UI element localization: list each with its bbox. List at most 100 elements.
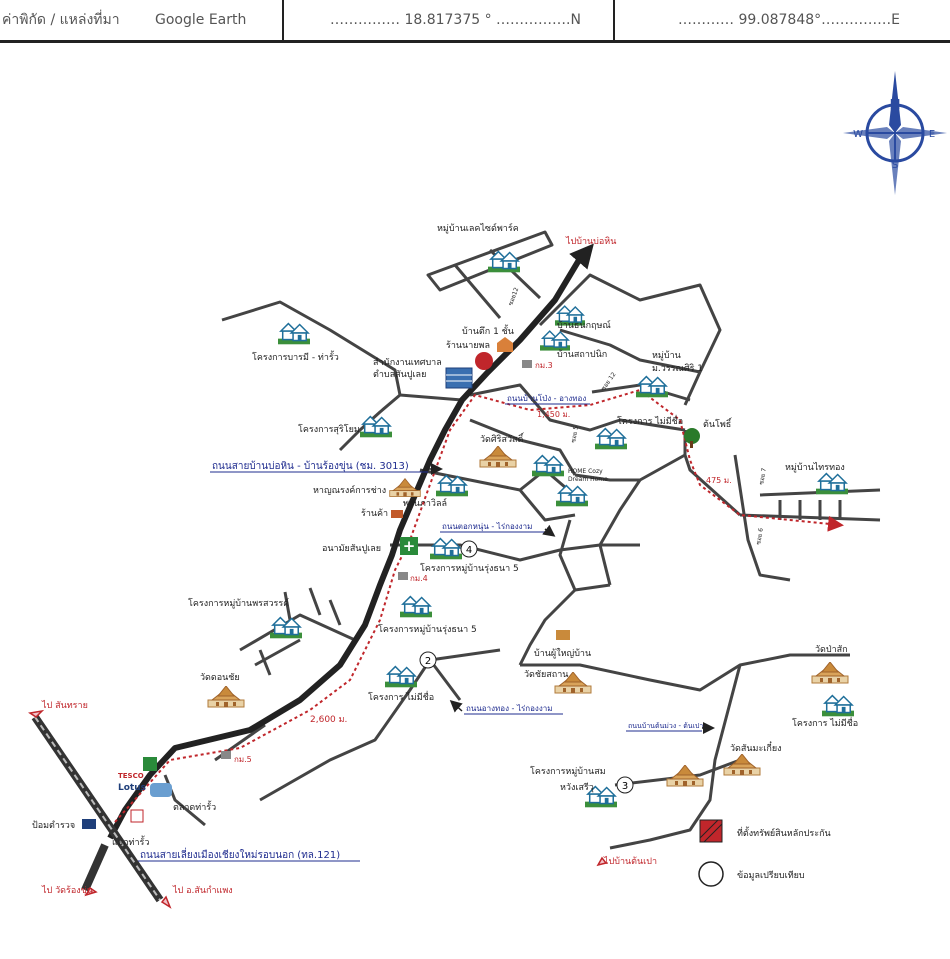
- office-icon: [445, 367, 473, 389]
- label-wat-chaisathan: วัดชัยสถาน: [524, 670, 568, 680]
- label-no-name-3: โครงการ ไม่มีชื่อ: [792, 716, 858, 729]
- label-lakeside: หมู่บ้านเลคไซด์พาร์ค: [437, 222, 519, 234]
- label-intersection: แยกท่ารั้ว: [112, 835, 149, 848]
- house-icon: [270, 616, 302, 640]
- label-tonkhanun-road: ถนนตอกหนุ่น - ไร่กองงาม: [442, 522, 532, 531]
- police-icon: [82, 819, 96, 829]
- label-nakkrit: บ้านธนกฤษณ์: [557, 319, 611, 331]
- coordinate-label: ค่าพิกัด / แหล่งที่มา: [2, 12, 120, 28]
- house-icon: [360, 415, 392, 439]
- compass-e: E: [929, 129, 935, 140]
- label-rungthana5b: โครงการหมู่บ้านรุ่งธนา 5: [378, 624, 477, 635]
- label-wat-sanmakiang: วัดสันมะเกี๋ยง: [730, 741, 782, 754]
- tesco-icon: [143, 757, 157, 771]
- label-wat-pasak: วัดป่าสัก: [815, 645, 848, 655]
- tree-icon: [684, 428, 700, 444]
- label-soi6: ซอย 6: [755, 527, 765, 545]
- shop-icon: [475, 352, 493, 370]
- distance-1450: 1,450 ม.: [537, 410, 570, 419]
- landmark-icons: +: [82, 337, 700, 829]
- label-brick-house: บ้านตึก 1 ชั้น: [462, 324, 514, 337]
- label-wat-donchai: วัดดอนชัย: [200, 673, 240, 683]
- house-icon: [278, 322, 310, 346]
- label-angthong-road: ถนนอางทอง - ไร่กองงาม: [466, 704, 553, 713]
- house-icon: [816, 472, 848, 496]
- dest-bophin: ไปบ้านบ่อหิน: [565, 236, 616, 247]
- house-icon: [636, 375, 668, 399]
- label-soi12: ซอย12: [507, 286, 520, 306]
- legend-comparison-label: ข้อมูลเปรียบเทียบ: [737, 870, 805, 881]
- km-3: กม.3: [535, 361, 553, 370]
- legend-property-swatch: [699, 819, 723, 843]
- coordinate-source: Google Earth: [155, 12, 247, 28]
- marker-3: 3: [622, 781, 628, 792]
- legend-comparison-swatch: [698, 861, 724, 887]
- label-shop: ร้านค้า: [361, 508, 388, 519]
- km-marker-icon: [522, 360, 532, 368]
- label-tonmuang-road: ถนนบ้านต้นม่วง - ต้นเปา: [628, 722, 703, 730]
- header-divider: [282, 0, 284, 40]
- label-wangsom-2: หวังเสรีวุ: [560, 782, 594, 793]
- label-soi7: ซอย 7: [758, 467, 768, 485]
- dest-rongkhun: ไป วัดร้องขุ่น: [41, 885, 93, 896]
- secondary-roads: [163, 230, 881, 850]
- red-labels: ไปบ้านบ่อหิน ไป สันทราย ไป วัดร้องขุ่น ไ…: [41, 236, 732, 896]
- label-barami: โครงการบารมี - ท่ารั้ว: [252, 350, 339, 363]
- place-labels: หมู่บ้านเลคไซด์พาร์ค บ้านตึก 1 ชั้น ร้าน…: [32, 222, 858, 848]
- comparison-markers: 4 2 3: [419, 540, 634, 794]
- outer-ring-road: [31, 714, 164, 903]
- house-icon: [532, 454, 564, 478]
- distance-2600: 2,600 ม.: [310, 715, 347, 725]
- house-icons: [270, 250, 854, 809]
- temple-icon: [479, 446, 517, 468]
- coordinate-header: ค่าพิกัด / แหล่งที่มา Google Earth ………………: [0, 0, 950, 43]
- location-map: N S W E: [0, 43, 950, 955]
- house-icon: [400, 595, 432, 619]
- label-no-name-1: โครงการ ไม่มีชื่อ: [617, 414, 683, 427]
- label-admin-office-2: ตำบลสันปูเลย: [373, 369, 426, 380]
- label-moo-ban: หมู่บ้าน: [652, 350, 681, 361]
- compass-w: W: [853, 129, 863, 140]
- house-icon: [822, 694, 854, 718]
- label-wannasiri: ม.วรรณศิริ 1: [652, 363, 703, 374]
- label-tesco: TESCO: [118, 772, 144, 780]
- km-4: กม.4: [410, 574, 428, 583]
- house-icon: [556, 484, 588, 508]
- compass-rose: N S W E: [843, 71, 947, 195]
- latitude-value: …………… 18.817375 ° …………….N: [330, 12, 581, 28]
- km-marker-icon: [221, 751, 231, 759]
- road-labels: ถนนสายบ้านบ่อหิน - บ้านร้องขุ่น (ชม. 301…: [138, 393, 715, 862]
- road-arrow: [569, 243, 594, 270]
- house-icon: [430, 537, 462, 561]
- health-icon: [400, 537, 418, 555]
- brick-house-icon: [497, 337, 513, 352]
- header-divider: [613, 0, 615, 40]
- label-sukhothai: โครงการสุริโยม: [298, 424, 360, 435]
- label-phu-yai: บ้านผู้ใหญ่บ้าน: [534, 648, 591, 659]
- label-bopong-road: ถนนบ้านโป่ง - อางทอง: [507, 393, 586, 403]
- legend-property-label: ที่ตั้งทรัพย์สินหลักประกัน: [737, 826, 831, 839]
- dest-sankamphaeng: ไป อ.สันกำแพง: [172, 885, 233, 896]
- label-rungthana5: โครงการหมู่บ้านรุ่งธนา 5: [420, 563, 519, 574]
- label-health: อนามัยสันปูเลย: [322, 544, 381, 554]
- legend: ที่ตั้งทรัพย์สินหลักประกัน ข้อมูลเปรียบเ…: [698, 819, 831, 887]
- store-icon: [391, 510, 403, 518]
- compass-s: S: [892, 160, 898, 171]
- dest-tonpao: ไปบ้านต้นเปา: [603, 856, 657, 867]
- label-harimong: หาญณรงค์การช่าง: [313, 484, 386, 496]
- house-icon: [540, 330, 570, 352]
- label-satapanik: บ้านสถาปนิก: [557, 349, 607, 360]
- label-lotus: Lotus: [118, 783, 146, 793]
- temple-icon: [207, 686, 245, 708]
- label-tree: ต้นโพธิ์: [703, 417, 733, 430]
- dest-sansai: ไป สันทราย: [41, 700, 88, 711]
- label-panakarn: พรนภาวิลล์: [403, 497, 447, 509]
- label-talad: ตลาดท่ารั้ว: [173, 800, 216, 813]
- house-icon: [385, 665, 417, 689]
- marker-2: 2: [425, 656, 431, 667]
- km-marker-icon: [398, 572, 408, 580]
- label-admin-office: สำนักงานเทศบาล: [373, 357, 442, 368]
- compass-n: N: [890, 98, 901, 113]
- label-nai-phon: ร้านนายพล: [446, 340, 490, 351]
- label-thongsiri: หมู่บ้านไทรทอง: [785, 462, 845, 473]
